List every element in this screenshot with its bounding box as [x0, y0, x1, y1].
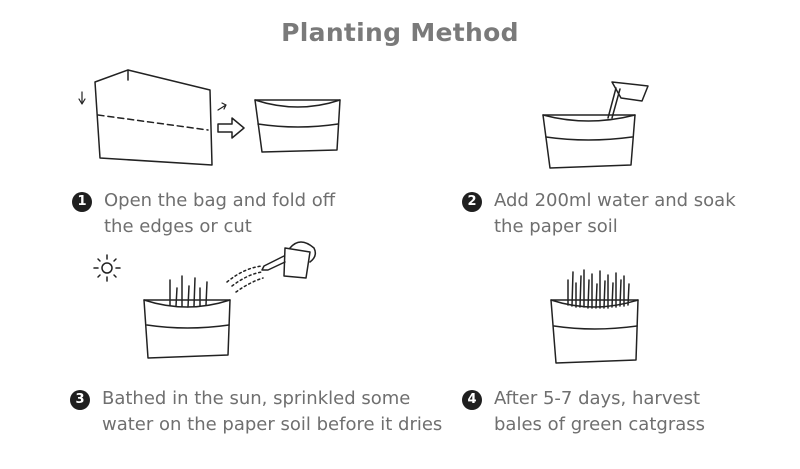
step-text-line: the paper soil [494, 216, 618, 237]
step-description: Bathed in the sun, sprinkled some water … [102, 386, 442, 438]
step-3: 3 Bathed in the sun, sprinkled some wate… [70, 386, 442, 438]
step-text-line: bales of green catgrass [494, 414, 706, 435]
page-title: Planting Method [281, 18, 519, 47]
step-text-line: the edges or cut [104, 216, 252, 237]
grown-catgrass-illustration [550, 269, 639, 364]
step-number-badge: 1 [72, 192, 92, 212]
step-description: Add 200ml water and soak the paper soil [494, 188, 736, 240]
step-text-line: Bathed in the sun, sprinkled some [102, 388, 411, 409]
watering-can-icon [226, 241, 317, 293]
step-1: 1 Open the bag and fold off the edges or… [72, 188, 335, 240]
step-text-line: water on the paper soil before it dries [102, 414, 443, 435]
step-number-badge: 4 [462, 390, 482, 410]
folded-bag-illustration [254, 99, 341, 153]
step-description: Open the bag and fold off the edges or c… [104, 188, 335, 240]
soaking-bag-illustration [542, 114, 636, 169]
step-description: After 5-7 days, harvest bales of green c… [494, 386, 705, 438]
right-arrow-icon [217, 117, 245, 139]
pouring-cup-icon [607, 81, 649, 119]
step-text-line: Add 200ml water and soak [494, 190, 736, 211]
step-4: 4 After 5-7 days, harvest bales of green… [462, 386, 705, 438]
tall-bag-illustration [78, 69, 227, 166]
step-text-line: After 5-7 days, harvest [494, 388, 700, 409]
step-number-badge: 3 [70, 390, 90, 410]
sun-icon [93, 254, 121, 282]
sprouting-bag-illustration [143, 275, 231, 359]
step-number-badge: 2 [462, 192, 482, 212]
step-text-line: Open the bag and fold off [104, 190, 336, 211]
step-2: 2 Add 200ml water and soak the paper soi… [462, 188, 736, 240]
